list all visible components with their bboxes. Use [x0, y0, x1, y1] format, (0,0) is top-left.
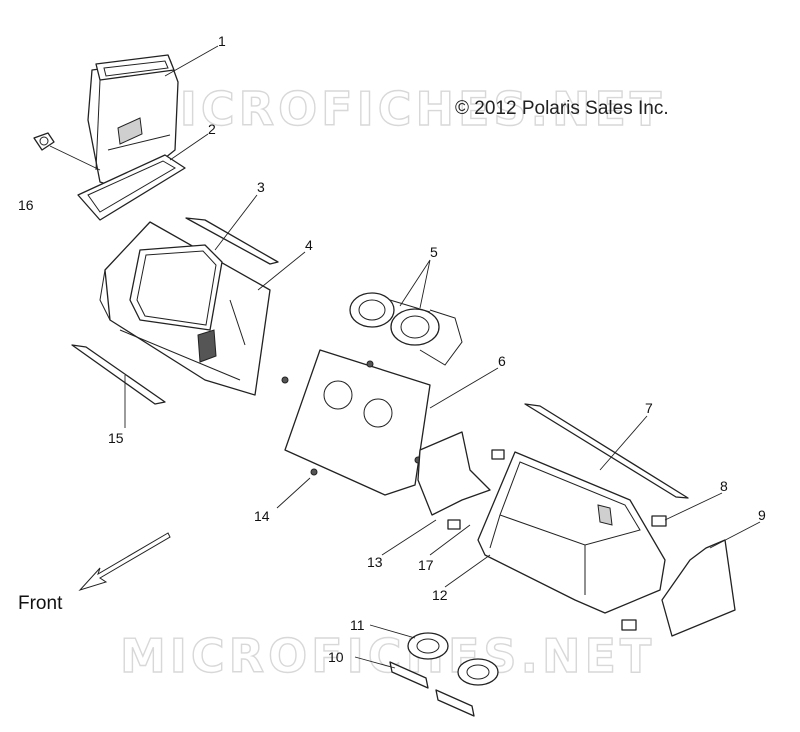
part-10-clamps [389, 661, 475, 717]
callout-4: 4 [305, 237, 313, 253]
callout-8: 8 [720, 478, 728, 494]
part-6-baffle-plate [281, 349, 431, 496]
part-3-seal-strip [185, 217, 279, 265]
part-9-gasket [661, 539, 736, 637]
callouts: 1 2 3 4 5 6 7 8 9 10 11 12 13 14 15 16 1… [18, 33, 766, 665]
part-16-clamp [33, 132, 101, 171]
front-arrow [78, 532, 171, 592]
part-12-airbox-base [477, 451, 666, 614]
watermark-top: MICROFICHES.NET [130, 82, 665, 136]
part-2-gasket [77, 154, 186, 221]
callout-9: 9 [758, 507, 766, 523]
callout-16: 16 [18, 197, 34, 213]
part-15-seal-strip [71, 344, 166, 405]
callout-10: 10 [328, 649, 344, 665]
callout-14: 14 [254, 508, 270, 524]
callout-15: 15 [108, 430, 124, 446]
callout-17: 17 [418, 557, 434, 573]
front-label: Front [18, 593, 63, 614]
callout-7: 7 [645, 400, 653, 416]
callout-6: 6 [498, 353, 506, 369]
callout-1: 1 [218, 33, 226, 49]
watermark-bottom: MICROFICHES.NET [120, 629, 655, 683]
copyright-text: © 2012 Polaris Sales Inc. [455, 98, 669, 119]
callout-5: 5 [430, 244, 438, 260]
part-7-seal-strip [524, 403, 689, 499]
leader-lines [124, 45, 761, 669]
callout-13: 13 [367, 554, 383, 570]
callout-3: 3 [257, 179, 265, 195]
callout-12: 12 [432, 587, 448, 603]
part-8-grommets [447, 449, 667, 631]
part-5-boots [349, 292, 463, 366]
callout-2: 2 [208, 121, 216, 137]
part-13-gasket [417, 431, 491, 516]
part-4-airbox-cover [99, 221, 271, 396]
callout-11: 11 [350, 617, 365, 633]
part-11-boots [407, 632, 499, 686]
